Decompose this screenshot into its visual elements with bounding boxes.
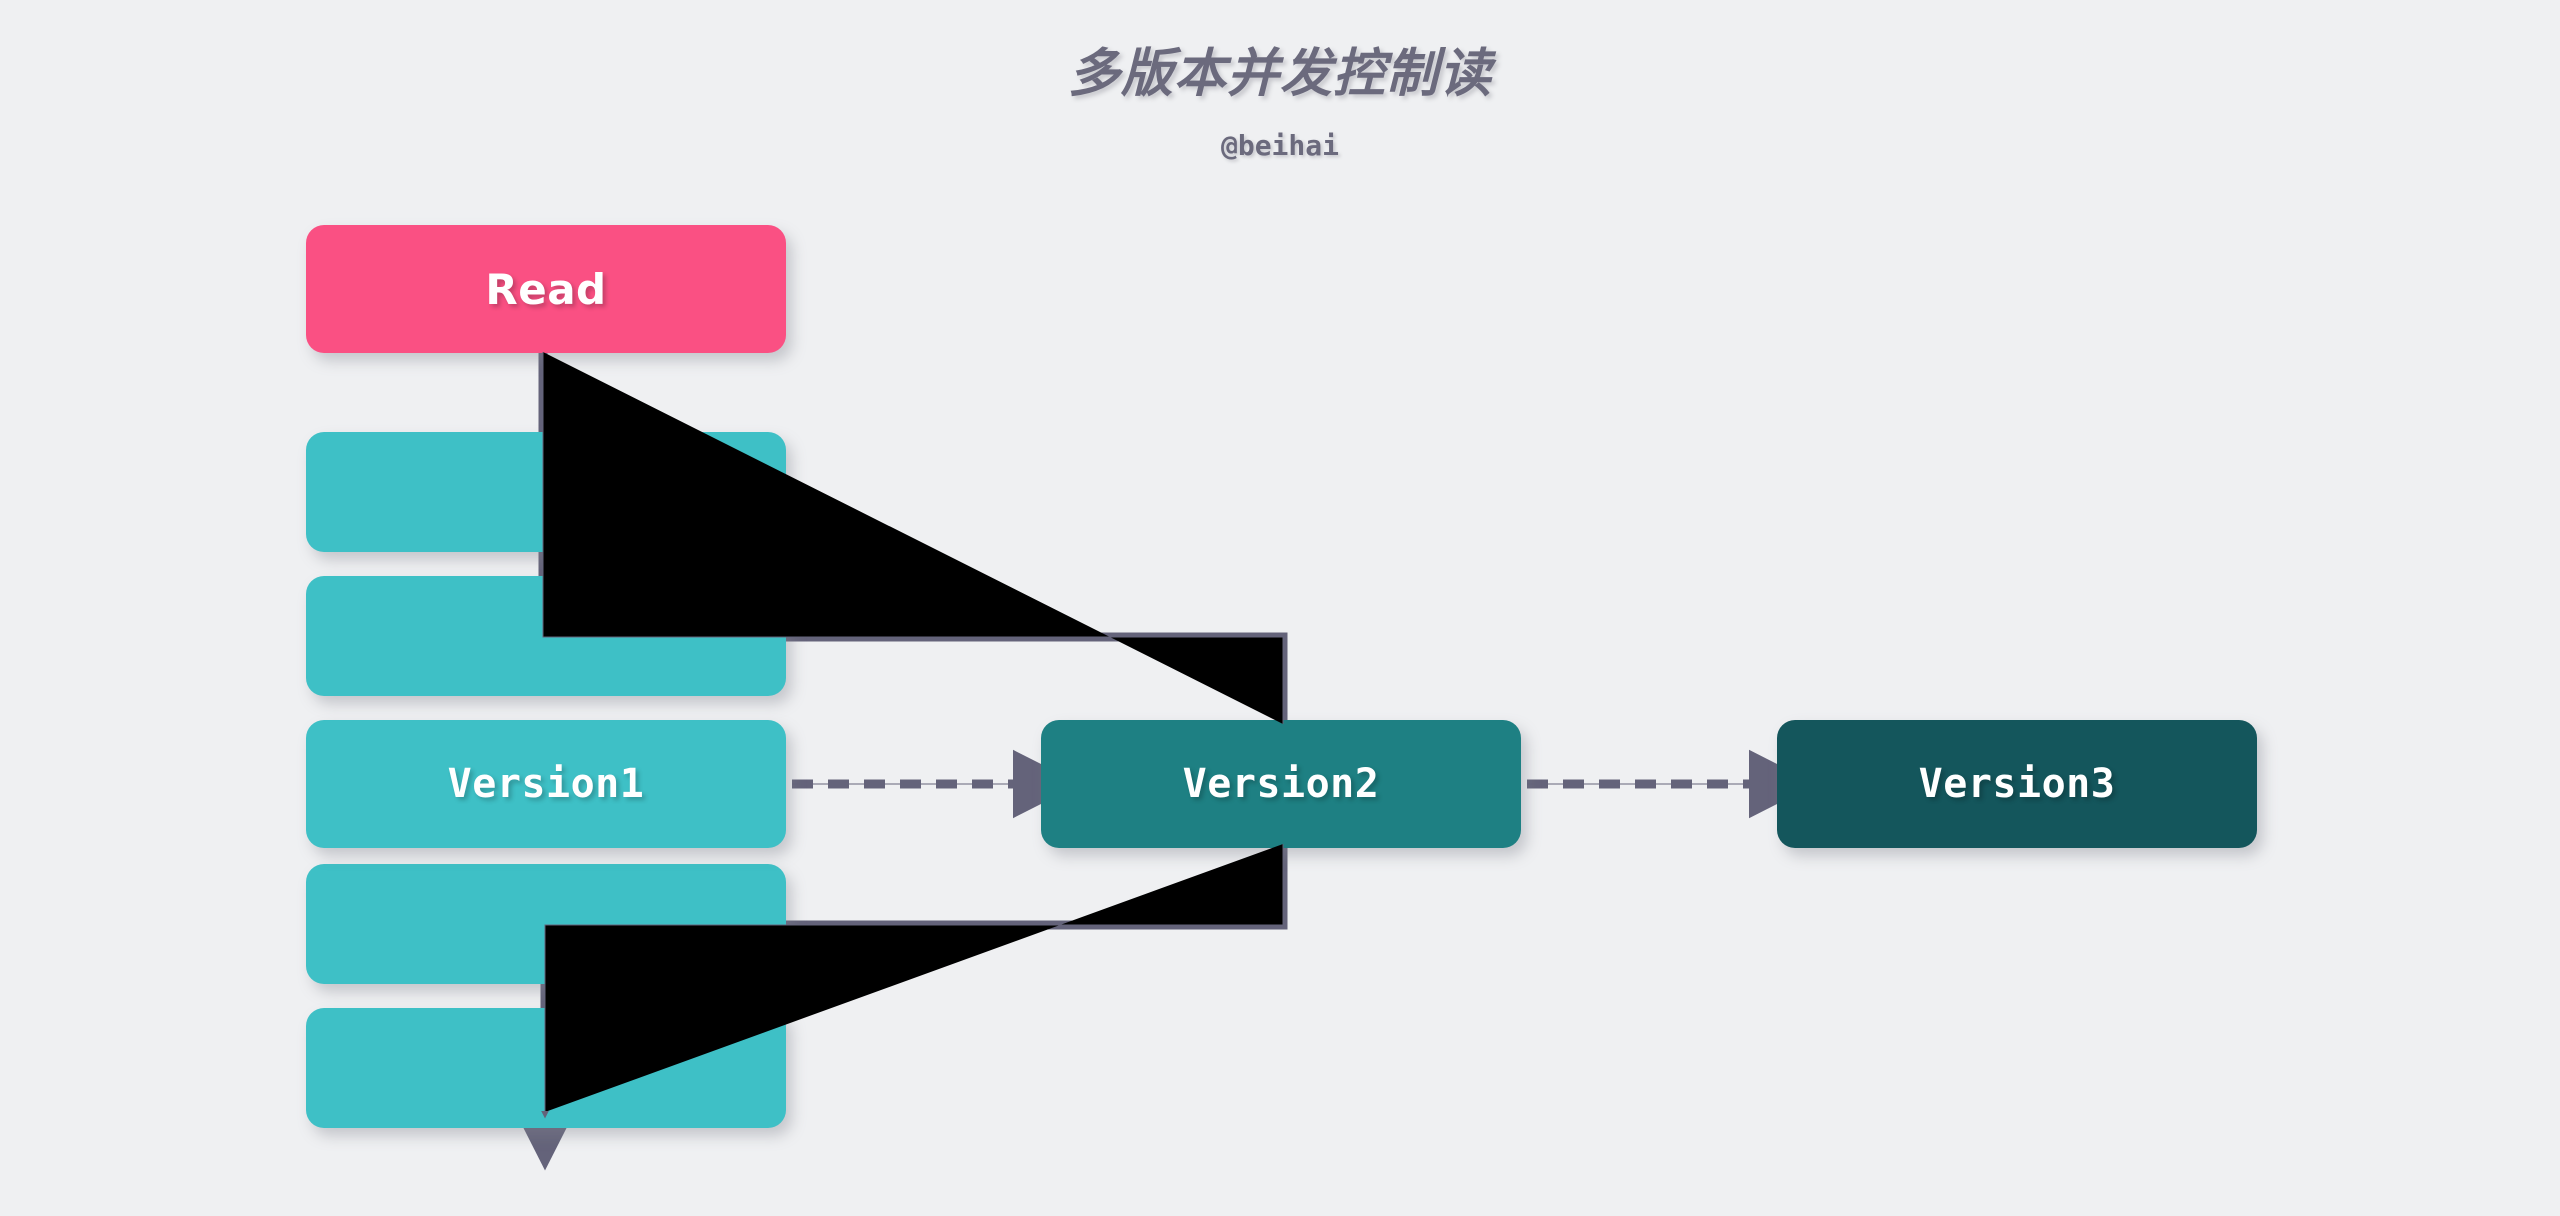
page-title: 多版本并发控制读 [1067, 44, 1492, 104]
row-block-1 [306, 432, 786, 552]
row-block-3 [306, 864, 786, 984]
node-version3-label: Version3 [1918, 761, 2116, 807]
node-read-label: Read [485, 264, 607, 314]
node-version1-label: Version1 [447, 761, 645, 807]
node-version2[interactable]: Version2 [1041, 720, 1521, 848]
node-version1[interactable]: Version1 [306, 720, 786, 848]
title-block: 多版本并发控制读 @beihai [0, 44, 2560, 163]
node-version3[interactable]: Version3 [1777, 720, 2257, 848]
node-read[interactable]: Read [306, 225, 786, 353]
row-block-4 [306, 1008, 786, 1128]
row-block-2 [306, 576, 786, 696]
node-version2-label: Version2 [1182, 761, 1380, 807]
page-subtitle: @beihai [1220, 129, 1339, 163]
